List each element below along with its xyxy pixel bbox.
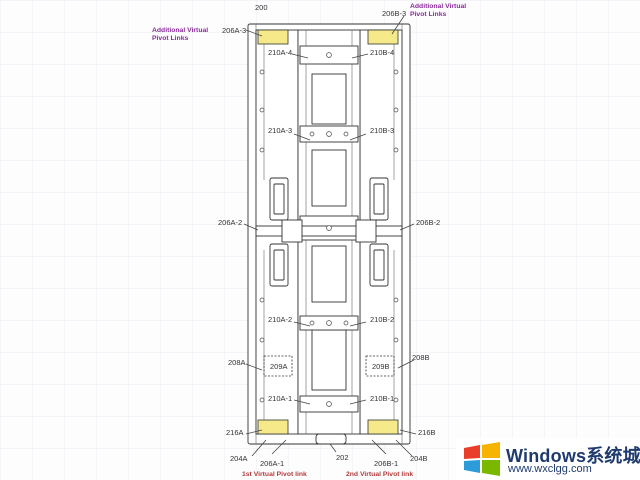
fastener-holes — [259, 52, 399, 407]
label-210B-1: 210B-1 — [370, 394, 394, 403]
annotation-additional-right-text: Additional Virtual — [410, 3, 466, 10]
watermark-url: www.wxclgg.com — [508, 463, 592, 475]
label-216B: 216B — [418, 428, 436, 437]
middle-crossbar — [255, 219, 403, 243]
annotation-additional-left: Additional Virtual Pivot Links — [152, 27, 210, 42]
label-206A-1: 206A-1 — [260, 459, 284, 468]
label-204B: 204B — [410, 454, 428, 463]
label-210B-4: 210B-4 — [370, 48, 394, 57]
label-206B-3: 206B-3 — [382, 9, 406, 18]
reference-labels: 200 206A-3 206B-3 210A-4 210B-4 210A-3 2… — [218, 3, 440, 468]
label-210A-1: 210A-1 — [268, 394, 292, 403]
label-208B: 208B — [412, 353, 430, 362]
label-210B-2: 210B-2 — [370, 315, 394, 324]
label-210A-3: 210A-3 — [268, 126, 292, 135]
leader-lines — [243, 15, 417, 457]
label-209A: 209A — [270, 362, 288, 371]
windows-logo-icon — [464, 442, 500, 476]
watermark-brand: Windows系统城 — [506, 446, 640, 466]
label-206A-2: 206A-2 — [218, 218, 242, 227]
label-216A: 216A — [226, 428, 244, 437]
label-209B: 209B — [372, 362, 390, 371]
label-206A-3: 206A-3 — [222, 26, 246, 35]
annotation-second-link: 2nd Virtual Pivot link — [346, 471, 413, 478]
label-206B-2: 206B-2 — [416, 218, 440, 227]
label-206B-1: 206B-1 — [374, 459, 398, 468]
center-spine — [297, 29, 361, 445]
annotation-first-link: 1st Virtual Pivot link — [242, 471, 307, 478]
label-204A: 204A — [230, 454, 248, 463]
label-210B-3: 210B-3 — [370, 126, 394, 135]
annotation-additional-right: Additional Virtual Pivot Links — [410, 3, 468, 18]
label-202: 202 — [336, 453, 349, 462]
watermark: Windows系统城 www.wxclgg.com — [456, 438, 640, 480]
figure-number: 200 — [255, 3, 268, 12]
label-210A-4: 210A-4 — [268, 48, 292, 57]
label-210A-2: 210A-2 — [268, 315, 292, 324]
label-208A: 208A — [228, 358, 246, 367]
annotations: Additional Virtual Pivot Links Additiona… — [152, 3, 468, 478]
annotation-additional-left-text: Additional Virtual — [152, 27, 208, 34]
pivot-links — [257, 29, 399, 435]
